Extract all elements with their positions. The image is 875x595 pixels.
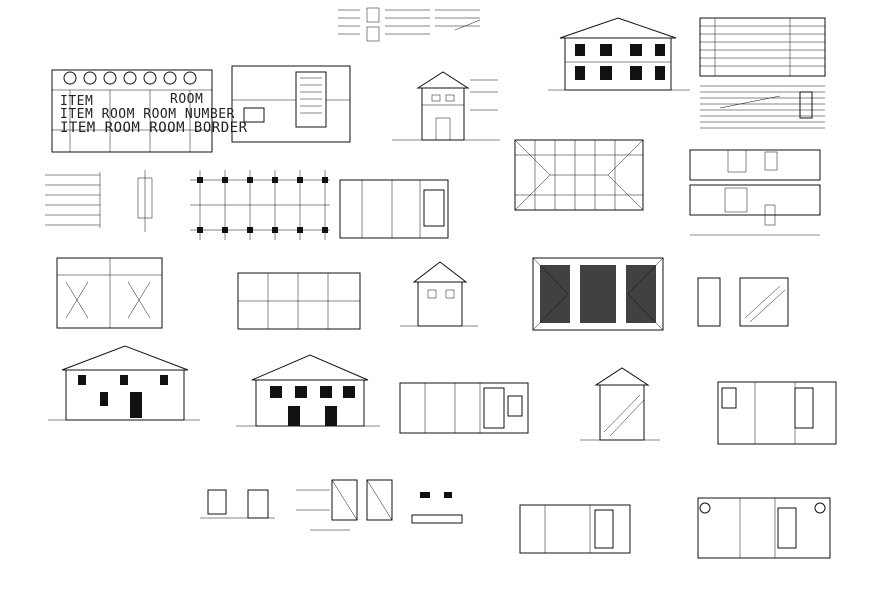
roof-plan-dark (532, 257, 664, 331)
column-layout-plan (237, 272, 361, 330)
notes-block (700, 85, 825, 129)
pavilion-elevation-row3 (400, 261, 478, 327)
construction-details (45, 170, 153, 232)
first-floor-plan-row4 (399, 382, 529, 434)
door-schedule (296, 479, 393, 531)
overlay-text-border: ITEM ROOM ROOM BORDER (60, 120, 248, 136)
pavilion-elevation-top (392, 71, 500, 141)
schedule-table (699, 17, 826, 77)
ground-floor-plan-top (231, 65, 351, 143)
upper-floor-plan-right (717, 381, 837, 445)
main-elevation-top (548, 17, 690, 91)
symbol-legend (338, 7, 481, 42)
overlay-text-room: ROOM (170, 92, 204, 107)
floor-plan-bottom-right (697, 497, 831, 559)
section-with-stair (580, 367, 660, 441)
foundation-grid-plan (190, 170, 330, 240)
floor-plan-row2 (339, 179, 449, 239)
stair-section (697, 277, 789, 327)
fixture-symbols (411, 492, 463, 524)
front-elevation-strip (51, 69, 213, 153)
front-elevation-center (236, 354, 380, 427)
door-details (200, 489, 275, 519)
overlay-text-item: ITEM (60, 94, 94, 109)
ground-floor-plan-row3 (56, 257, 163, 329)
roof-framing-plan (514, 139, 644, 211)
side-elevation-left (48, 345, 200, 421)
window-details (689, 149, 821, 236)
ground-floor-plan-bottom (519, 504, 631, 554)
overlay-text-number: ITEM ROOM ROOM NUMBER (60, 107, 235, 122)
